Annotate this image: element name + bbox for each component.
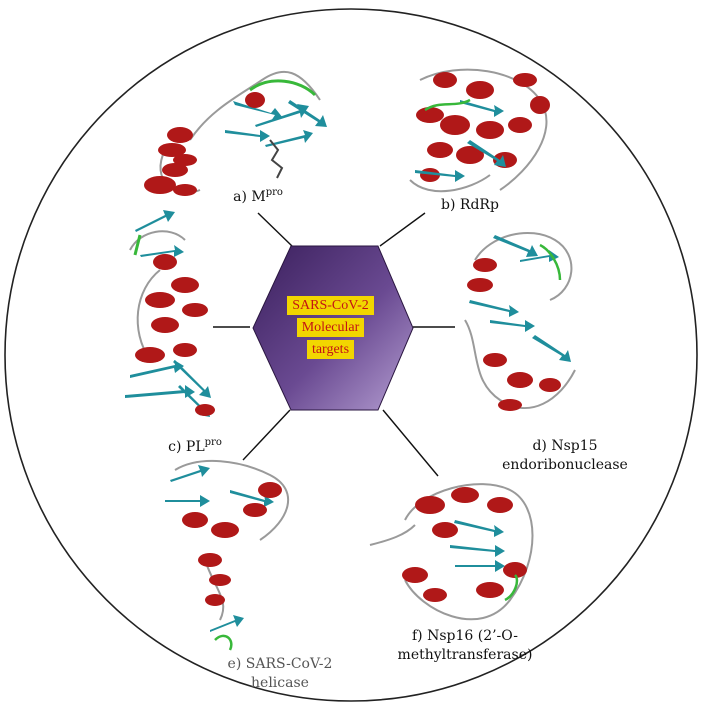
center-title: SARS-CoV-2 Molecular targets bbox=[263, 296, 398, 362]
protein-mpro-structure bbox=[144, 70, 327, 196]
label-mpro-sup: pro bbox=[265, 187, 283, 198]
label-nsp15: d) Nsp15 endoribonuclease bbox=[495, 437, 635, 475]
protein-plpro-structure bbox=[125, 210, 215, 417]
label-plpro-text: c) PL bbox=[168, 439, 205, 455]
label-plpro: c) PLpro bbox=[150, 438, 240, 457]
label-mpro: a) Mpro bbox=[218, 188, 298, 207]
connector-f bbox=[382, 409, 439, 477]
label-rdrp-text: b) RdRp bbox=[441, 197, 499, 213]
connector-lines bbox=[213, 212, 455, 477]
connector-a bbox=[257, 212, 293, 247]
protein-rdrp-structure bbox=[409, 68, 550, 193]
label-rdrp: b) RdRp bbox=[430, 196, 510, 215]
label-nsp15-line1: d) Nsp15 bbox=[532, 438, 598, 454]
label-helicase-line2: helicase bbox=[251, 675, 309, 691]
protein-helicase-structure bbox=[165, 460, 289, 651]
protein-nsp15-structure bbox=[464, 231, 576, 411]
label-plpro-sup: pro bbox=[204, 437, 222, 448]
connector-b bbox=[379, 212, 426, 247]
label-helicase-line1: e) SARS-CoV-2 bbox=[227, 656, 333, 672]
label-helicase: e) SARS-CoV-2 helicase bbox=[210, 655, 350, 693]
center-line-2: Molecular bbox=[296, 318, 365, 337]
label-nsp16-line1: f) Nsp16 (2’-O- bbox=[411, 628, 519, 644]
protein-nsp16-structure bbox=[369, 483, 534, 621]
label-nsp16-line2: methyltransferase) bbox=[397, 647, 533, 663]
label-nsp15-line2: endoribonuclease bbox=[502, 457, 628, 473]
center-line-3: targets bbox=[306, 340, 355, 359]
label-mpro-text: a) M bbox=[233, 189, 266, 205]
center-line-1: SARS-CoV-2 bbox=[287, 296, 374, 315]
label-nsp16: f) Nsp16 (2’-O- methyltransferase) bbox=[390, 627, 540, 665]
connector-e bbox=[242, 409, 291, 461]
